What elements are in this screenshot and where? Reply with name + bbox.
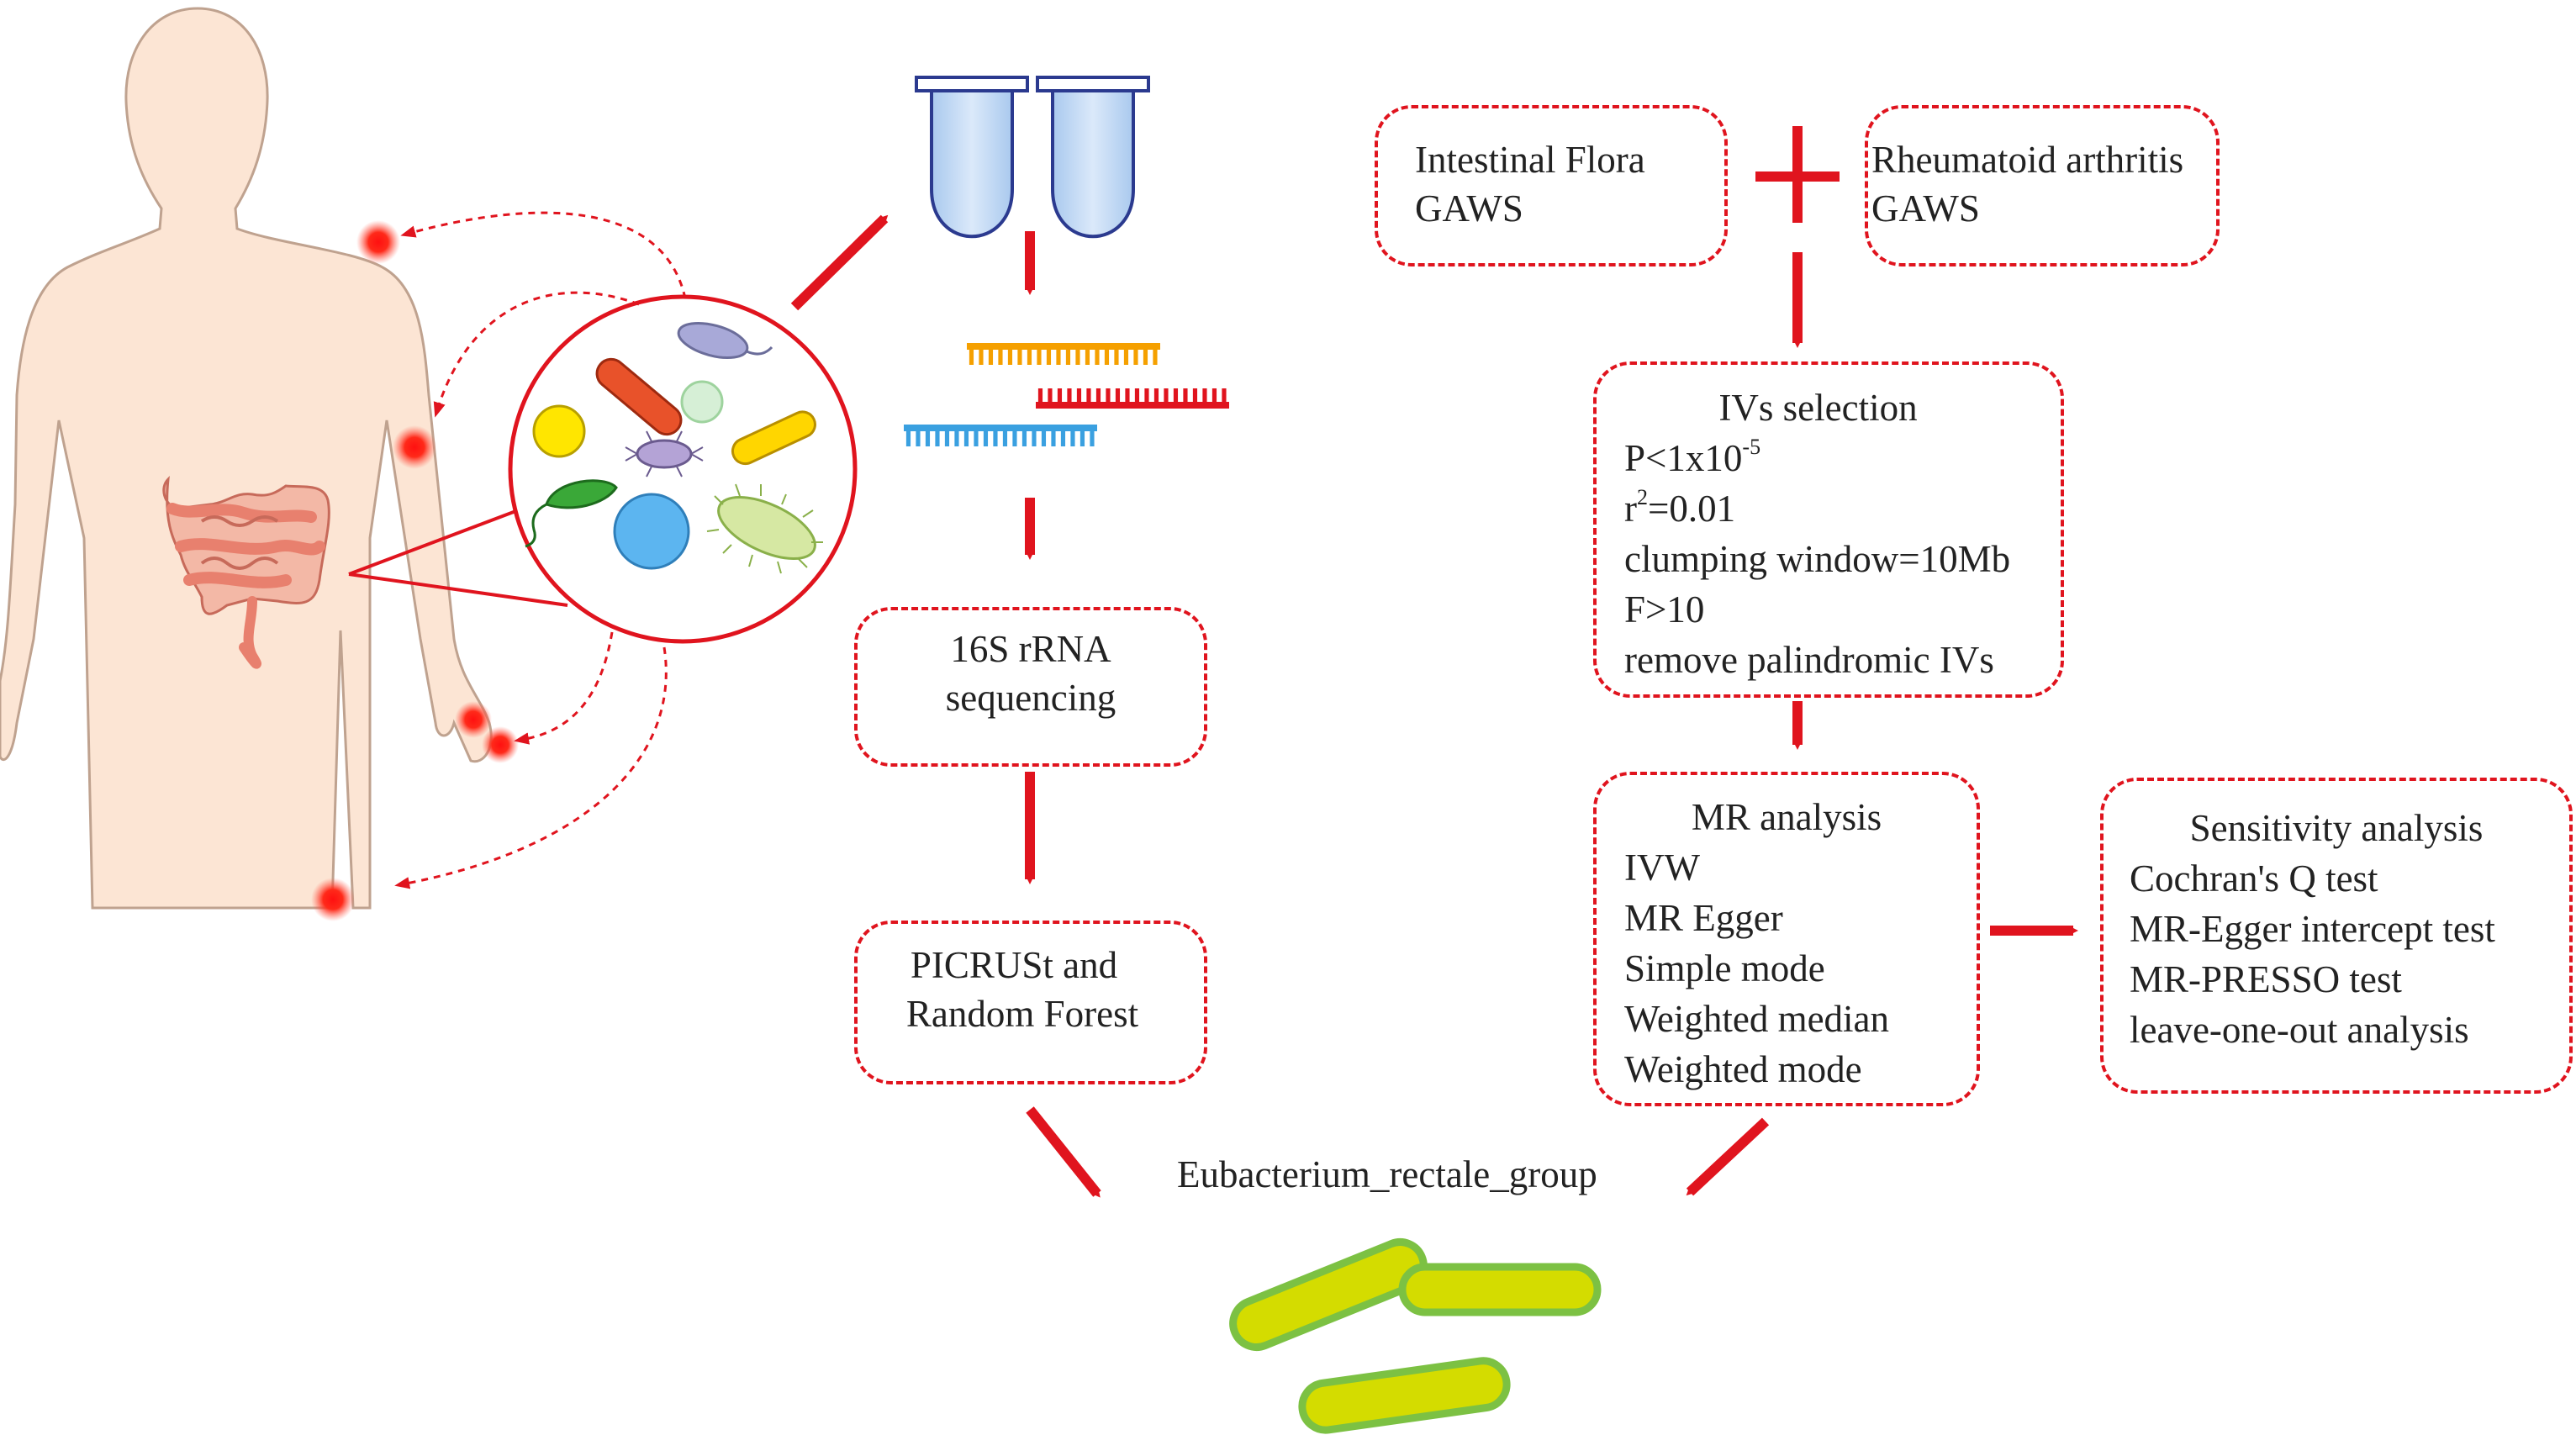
ivs-f: F>10 bbox=[1624, 588, 1705, 630]
ivs-selection-box bbox=[1593, 361, 2064, 698]
picrust-label-2: Random Forest bbox=[905, 993, 1139, 1035]
mr-analysis-box bbox=[1593, 772, 1980, 1106]
sensitivity-title: Sensitivity analysis bbox=[2189, 807, 2484, 849]
intestinal-flora-label-1: Intestinal Flora bbox=[1415, 139, 1645, 181]
ivs-p-threshold: P<1x10-5 bbox=[1624, 435, 1761, 480]
dna-strand-icon bbox=[904, 343, 1229, 446]
mr-method-3: Simple mode bbox=[1624, 947, 1825, 989]
sensitivity-test-2: MR-Egger intercept test bbox=[2130, 908, 2495, 950]
ivs-r2: r2=0.01 bbox=[1624, 485, 1736, 530]
plus-icon bbox=[1755, 126, 1840, 223]
sequencing-label-2: sequencing bbox=[945, 677, 1116, 719]
mr-method-1: IVW bbox=[1624, 847, 1700, 889]
ivs-palindromic: remove palindromic IVs bbox=[1624, 639, 1994, 681]
human-body-icon bbox=[0, 7, 519, 921]
result-label: Eubacterium_rectale_group bbox=[1177, 1153, 1597, 1195]
sequencing-label-1: 16S rRNA bbox=[950, 628, 1111, 670]
picrust-label-1: PICRUSt and bbox=[910, 944, 1118, 986]
rheumatoid-label-1: Rheumatoid arthritis bbox=[1871, 139, 2184, 181]
mr-method-5: Weighted mode bbox=[1624, 1048, 1862, 1090]
ivs-clumping: clumping window=10Mb bbox=[1624, 538, 2011, 580]
rheumatoid-box bbox=[1865, 105, 2220, 266]
ivs-title: IVs selection bbox=[1718, 387, 1918, 429]
picrust-box bbox=[854, 921, 1207, 1084]
mr-method-2: MR Egger bbox=[1624, 897, 1783, 939]
sequencing-box bbox=[854, 607, 1207, 767]
rheumatoid-label-2: GAWS bbox=[1871, 187, 1980, 229]
sensitivity-test-4: leave-one-out analysis bbox=[2130, 1009, 2469, 1051]
test-tube-icon bbox=[915, 76, 1150, 239]
intestinal-flora-box bbox=[1375, 105, 1728, 266]
intestinal-flora-label-2: GAWS bbox=[1415, 187, 1523, 229]
sensitivity-test-3: MR-PRESSO test bbox=[2130, 958, 2402, 1000]
sensitivity-box bbox=[2100, 778, 2573, 1094]
mr-method-4: Weighted median bbox=[1624, 998, 1890, 1040]
sensitivity-test-1: Cochran's Q test bbox=[2130, 857, 2378, 900]
microbe-icon bbox=[348, 294, 858, 644]
mr-title: MR analysis bbox=[1691, 796, 1882, 838]
rod-bacteria-icon bbox=[1229, 1238, 1602, 1434]
